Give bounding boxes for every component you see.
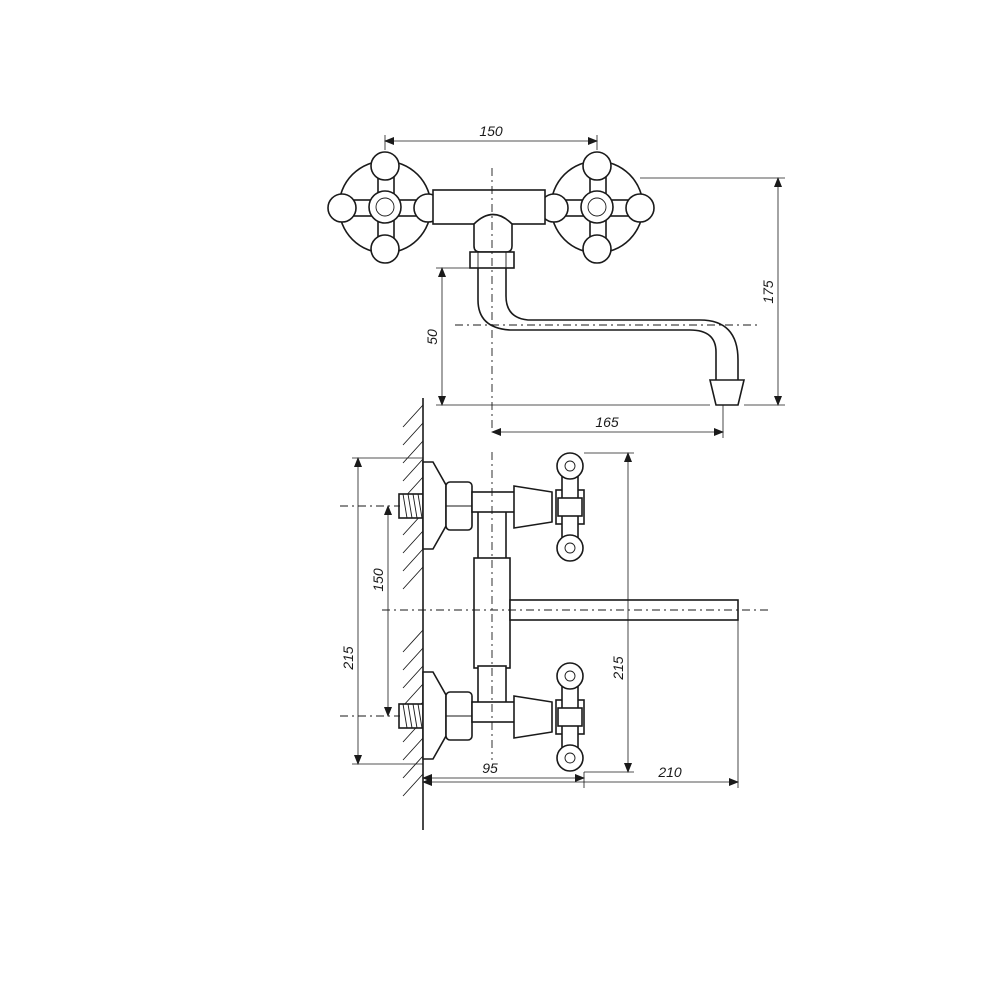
left-handle-top-icon xyxy=(327,151,443,264)
spout-pipe-top xyxy=(477,268,739,380)
dim-label-150-top: 150 xyxy=(479,123,503,139)
dim-label-215-left: 215 xyxy=(340,646,356,671)
upper-body-pipe xyxy=(477,509,507,561)
wall-hatching xyxy=(402,404,424,797)
dim-label-215-right: 215 xyxy=(610,656,626,681)
right-handle-top-icon xyxy=(539,151,655,264)
aerator-icon xyxy=(708,379,746,406)
upper-inlet-thread-icon xyxy=(398,493,424,519)
lower-inlet-thread-icon xyxy=(398,703,424,729)
upper-handle-side-icon xyxy=(513,452,585,562)
lower-handle-side-icon xyxy=(513,662,585,772)
dim-label-165: 165 xyxy=(595,414,619,430)
dim-label-150-side: 150 xyxy=(370,568,386,592)
top-view: 150 175 50 165 xyxy=(327,123,785,438)
side-view: 150 215 215 95 210 xyxy=(340,398,772,830)
dim-label-95: 95 xyxy=(482,760,498,776)
mixer-body-side xyxy=(473,557,511,669)
dim-label-210: 210 xyxy=(657,764,682,780)
upper-escutcheon-icon xyxy=(422,461,447,550)
dim-label-175: 175 xyxy=(760,280,776,304)
lower-escutcheon-icon xyxy=(422,671,447,760)
dim-label-50: 50 xyxy=(424,329,440,345)
